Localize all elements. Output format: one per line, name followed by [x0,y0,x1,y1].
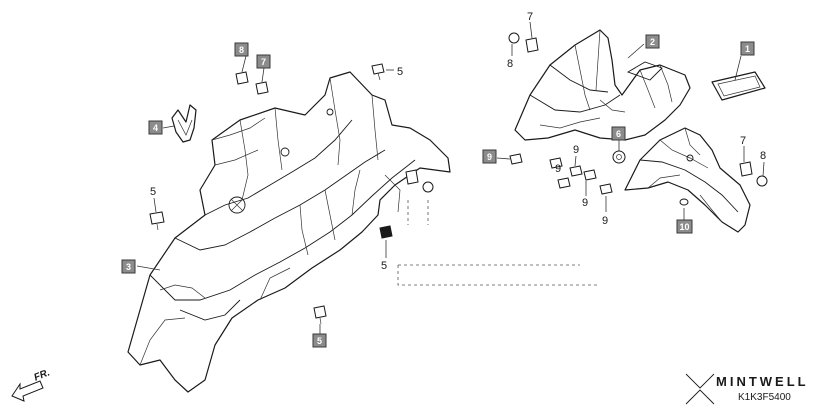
label-5-left: 5 [150,186,156,198]
label-7-right: 7 [740,135,746,147]
license-bracket-part [624,127,751,233]
svg-text:9: 9 [487,152,492,162]
bolt-hardware [313,305,327,325]
svg-text:4: 4 [153,123,158,133]
leader-lines [136,21,765,334]
label-5-top: 5 [397,66,403,78]
label-9-a: 9 [573,144,579,156]
svg-text:5: 5 [317,336,322,346]
callout-2[interactable]: 2 [645,34,660,49]
clip-nut-hardware [255,81,269,95]
front-direction-arrow-icon [11,380,44,402]
reference-line [397,265,600,286]
svg-text:7: 7 [261,57,266,67]
label-5-center: 5 [381,260,387,272]
label-9-c: 9 [602,215,608,227]
callout-4[interactable]: 4 [148,120,163,135]
callout-8-left[interactable]: 8 [234,42,249,57]
callout-7-left[interactable]: 7 [256,54,271,69]
grommet-hardware [612,150,626,164]
screw-hardware [549,157,563,169]
rear-fender-part [514,29,691,141]
screw-hardware [599,183,613,195]
screw-hardware [569,165,583,177]
callout-9[interactable]: 9 [482,149,497,164]
clip-nut-hardware [525,37,539,53]
brand-logo-icon [685,373,715,405]
label-8-right: 8 [760,150,766,162]
label-8-top: 8 [507,58,513,70]
nut-hardware [422,181,434,193]
callout-5-bottom[interactable]: 5 [312,333,327,348]
nut-hardware [508,32,520,44]
screw-hardware [509,153,523,165]
label-9-d: 9 [555,163,561,175]
brand-name: MINTWELL [716,374,809,389]
rear-inner-fender-part [127,71,451,393]
label-9-b: 9 [582,197,588,209]
drawing-code: K1K3F5400 [738,392,791,403]
nut-hardware [756,175,768,187]
svg-text:3: 3 [126,262,131,272]
svg-text:10: 10 [679,222,689,232]
nut-hardware [235,71,249,85]
svg-text:2: 2 [650,37,655,47]
clip-nut-hardware [739,161,753,177]
bolt-hardware [379,225,393,239]
clip-part [171,104,197,143]
screw-hardware [557,177,571,189]
callout-3[interactable]: 3 [121,259,136,274]
svg-text:1: 1 [745,44,750,54]
bolt-hardware [149,211,165,231]
svg-text:8: 8 [239,45,244,55]
label-7-top: 7 [527,11,533,23]
callout-10[interactable]: 10 [676,219,693,234]
screw-hardware [583,169,597,181]
svg-text:6: 6 [616,129,621,139]
bolt-hardware [371,63,385,81]
washer-hardware [679,198,689,206]
callout-1[interactable]: 1 [740,41,755,56]
callout-6[interactable]: 6 [611,126,626,141]
clip-nut-hardware [405,169,419,185]
reflector-part [711,71,766,101]
